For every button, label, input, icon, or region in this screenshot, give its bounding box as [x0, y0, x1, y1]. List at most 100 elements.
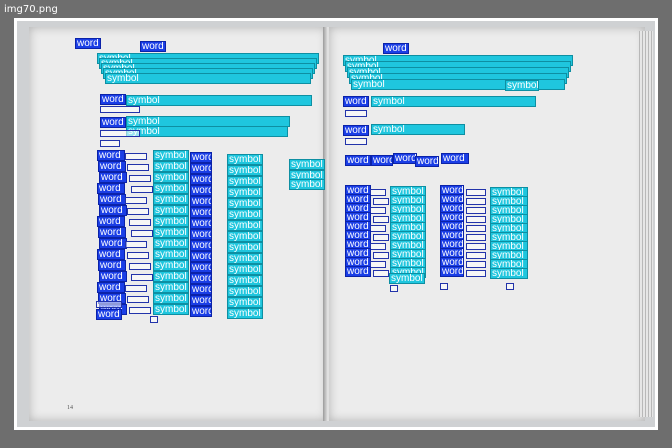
word-label-box: word — [98, 227, 126, 238]
word-label-box: word — [440, 266, 464, 277]
detection-cell — [466, 234, 486, 241]
detection-cell — [466, 225, 486, 232]
symbol-label-box: symbol — [227, 286, 263, 297]
detection-cell — [129, 219, 151, 226]
detection-cell — [466, 207, 486, 214]
word-label-box: word — [98, 161, 126, 172]
symbol-label-box: symbol — [153, 282, 189, 293]
detection-cell — [390, 285, 398, 292]
detection-cell — [129, 307, 151, 314]
detection-cell — [345, 138, 367, 145]
symbol-label-box: symbol — [227, 165, 263, 176]
detection-cell — [127, 208, 149, 215]
detection-cell — [125, 153, 147, 160]
symbol-label-box: symbol — [153, 205, 189, 216]
detection-cell — [370, 243, 386, 250]
word-label-box: word — [441, 153, 469, 164]
detection-cell — [127, 252, 149, 259]
symbol-label-box: symbol — [490, 268, 528, 279]
word-label-box: word — [98, 260, 126, 271]
symbol-label-box: symbol — [153, 304, 189, 315]
symbol-label-box: symbol — [153, 172, 189, 183]
word-label-box: word — [190, 273, 212, 284]
detection-cell — [440, 283, 448, 290]
detection-cell — [345, 110, 367, 117]
word-label-box: word — [190, 262, 212, 273]
symbol-label-box: symbol — [153, 249, 189, 260]
symbol-label-box: symbol — [371, 124, 465, 135]
word-label-box: word — [99, 205, 127, 216]
word-label-box: word — [190, 152, 212, 163]
detection-cell — [466, 189, 486, 196]
detection-cell — [466, 243, 486, 250]
word-label-box: word — [190, 185, 212, 196]
word-label-box: word — [190, 240, 212, 251]
word-label-box: word — [99, 238, 127, 249]
detection-cell — [373, 234, 389, 241]
word-label-box: word — [190, 207, 212, 218]
detection-cell — [466, 261, 486, 268]
symbol-label-box: symbol — [351, 79, 565, 90]
right-page — [329, 27, 645, 421]
symbol-label-box: symbol — [371, 96, 536, 107]
word-label-box: word — [343, 96, 369, 107]
detection-cell — [100, 106, 140, 113]
symbol-label-box: symbol — [389, 273, 425, 284]
symbol-label-box: symbol — [153, 183, 189, 194]
word-label-box: word — [97, 183, 125, 194]
word-label-box: word — [190, 284, 212, 295]
symbol-label-box: symbol — [505, 80, 539, 91]
image-filename: img70.png — [4, 4, 58, 15]
detection-cell — [150, 316, 158, 323]
word-label-box: word — [190, 218, 212, 229]
word-label-box: word — [99, 172, 127, 183]
word-label-box: word — [393, 153, 417, 164]
symbol-label-box: symbol — [227, 220, 263, 231]
detection-cell — [96, 301, 122, 308]
symbol-label-box: symbol — [126, 95, 312, 106]
detection-cell — [466, 216, 486, 223]
detection-cell — [373, 198, 389, 205]
detection-cell — [373, 270, 389, 277]
symbol-label-box: symbol — [126, 126, 288, 137]
detection-cell — [127, 164, 149, 171]
symbol-label-box: symbol — [227, 253, 263, 264]
symbol-label-box: symbol — [153, 293, 189, 304]
symbol-label-box: symbol — [153, 227, 189, 238]
detection-cell — [466, 252, 486, 259]
word-label-box: word — [190, 163, 212, 174]
detection-cell — [373, 252, 389, 259]
word-label-box: word — [97, 150, 125, 161]
symbol-label-box: symbol — [153, 161, 189, 172]
word-label-box: word — [97, 282, 125, 293]
symbol-label-box: symbol — [105, 73, 311, 84]
word-label-box: word — [190, 229, 212, 240]
symbol-label-box: symbol — [227, 231, 263, 242]
symbol-label-box: symbol — [289, 179, 325, 190]
symbol-label-box: symbol — [289, 159, 325, 170]
detection-cell — [466, 198, 486, 205]
detection-cell — [129, 263, 151, 270]
detection-cell — [370, 207, 386, 214]
word-label-box: word — [383, 43, 409, 54]
word-label-box: word — [345, 266, 371, 277]
detection-cell — [125, 285, 147, 292]
symbol-label-box: symbol — [153, 271, 189, 282]
word-label-box: word — [98, 194, 126, 205]
word-label-box: word — [99, 271, 127, 282]
word-label-box: word — [345, 155, 371, 166]
word-label-box: word — [75, 38, 101, 49]
word-label-box: word — [190, 295, 212, 306]
word-label-box: word — [190, 174, 212, 185]
detection-cell — [370, 189, 386, 196]
symbol-label-box: symbol — [227, 275, 263, 286]
detection-cell — [127, 296, 149, 303]
detection-cell — [125, 197, 147, 204]
left-page-number: 14 — [67, 405, 73, 411]
symbol-label-box: symbol — [227, 297, 263, 308]
symbol-label-box: symbol — [227, 176, 263, 187]
word-label-box: word — [190, 306, 212, 317]
detection-cell — [373, 216, 389, 223]
word-label-box: word — [190, 251, 212, 262]
